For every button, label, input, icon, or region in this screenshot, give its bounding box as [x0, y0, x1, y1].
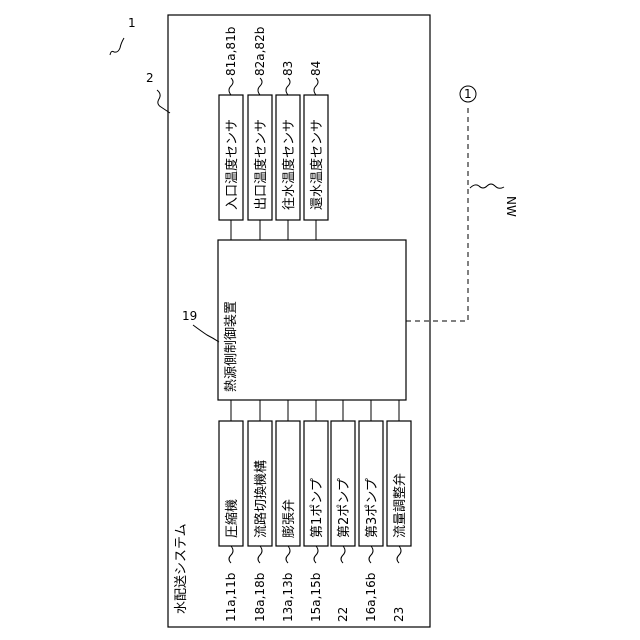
controller-ref-leader [193, 325, 219, 342]
actuator-ref-leader [397, 546, 401, 563]
actuator-ref-label: 15a,15b [309, 573, 323, 622]
controller-ref-label: 19 [182, 309, 197, 323]
network-connector-label: 1 [464, 87, 472, 101]
actuator-ref-label: 22 [336, 607, 350, 622]
controller-label: 熱源側制御装置 [224, 301, 239, 392]
sensor-label: 出口温度センサ [253, 119, 269, 210]
actuator-ref-label: 11a,11b [224, 573, 238, 622]
sensor-label: 往水温度センサ [281, 119, 297, 210]
controller-box [218, 240, 406, 400]
actuator-ref-leader [314, 546, 318, 563]
actuator-ref-label: 23 [392, 607, 406, 622]
actuator-ref-leader [258, 546, 262, 563]
sensor-ref-leader [314, 78, 318, 95]
network-dashed-line [406, 104, 468, 321]
actuator-label: 膨張弁 [282, 499, 297, 538]
sensor-ref-label: 83 [281, 61, 295, 76]
sensor-ref-label: 84 [309, 61, 323, 76]
actuator-label: 圧縮機 [224, 499, 240, 538]
network-leader [470, 184, 504, 188]
actuator-ref-leader [341, 546, 345, 563]
actuator-ref-label: 18a,18b [253, 573, 267, 622]
actuator-ref-label: 16a,16b [364, 573, 378, 622]
sensor-group: 入口温度センサ 81a,81b 出口温度センサ 82a,82b 往水温度センサ 83 還水温… [219, 27, 328, 240]
actuator-ref-label: 13a,13b [281, 573, 295, 622]
system-ref-label: 2 [146, 71, 154, 85]
figure-ref-leader [110, 38, 124, 55]
sensor-ref-label: 81a,81b [224, 27, 238, 76]
system-label: 水配送システム [174, 523, 189, 614]
actuator-label: 流量調整弁 [393, 473, 408, 538]
sensor-label: 還水温度センサ [309, 119, 325, 210]
network-label: NW [504, 196, 518, 217]
sensor-ref-label: 82a,82b [253, 27, 267, 76]
actuator-ref-leader [286, 546, 290, 563]
sensor-ref-leader [229, 78, 233, 95]
actuator-label: 第3ポンプ [365, 478, 380, 538]
actuator-ref-leader [229, 546, 233, 563]
figure-ref-label: 1 [128, 16, 136, 30]
sensor-ref-leader [258, 78, 262, 95]
sensor-label: 入口温度センサ [224, 119, 240, 210]
actuator-group: 圧縮機 11a,11b 流路切換機構 18a,18b 膨張弁 13a,13b 第1ポンプ 15… [219, 400, 411, 622]
sensor-ref-leader [286, 78, 290, 95]
actuator-ref-leader [369, 546, 373, 563]
actuator-label: 流路切換機構 [253, 460, 269, 538]
actuator-label: 第2ポンプ [337, 478, 352, 538]
actuator-label: 第1ポンプ [310, 478, 325, 538]
